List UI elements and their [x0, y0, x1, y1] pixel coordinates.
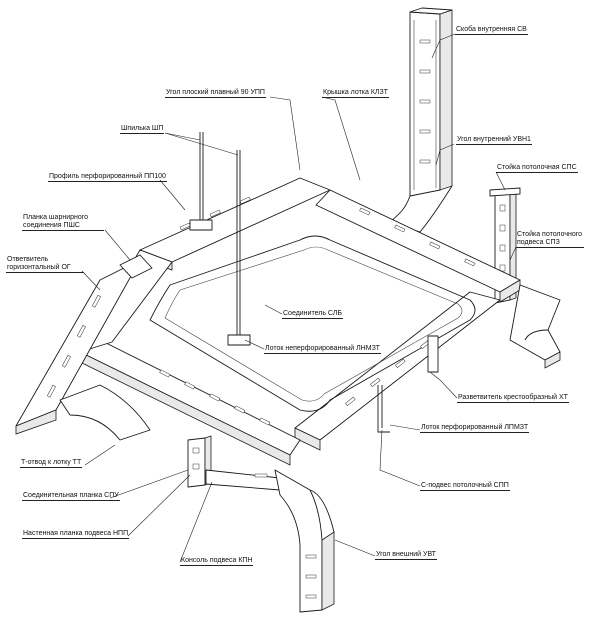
label-soedinitel: Соединитель СЛБ — [282, 310, 343, 319]
label-t-otvod: Т-отвод к лотку ТТ — [20, 459, 83, 468]
label-shpilka: Шпилька ШП — [120, 125, 165, 134]
label-otvetvitel: Ответвитель горизонтальный ОГ — [6, 256, 84, 273]
label-lotok-neperf: Лоток неперфорированный ЛНМЗТ — [264, 345, 381, 354]
label-razvetvitel: Разветвитель крестообразный ХТ — [457, 394, 569, 403]
label-soed-planka: Соединительная планка СПУ — [22, 492, 120, 501]
leader-lines — [81, 33, 517, 563]
t-branch — [59, 384, 151, 441]
label-stoyka-podves: Стойка потолочного подвеса СПЗ — [516, 231, 584, 248]
left-branch-tray — [15, 254, 153, 435]
label-skoba-vnutr: Скоба внутренняя СВ — [455, 26, 528, 35]
vertical-riser-top — [389, 7, 453, 233]
vertical-riser-bottom — [274, 469, 335, 613]
console-bracket — [205, 469, 281, 491]
main-square-frame — [79, 177, 521, 466]
label-nastennaya: Настенная планка подвеса НПП — [22, 530, 130, 539]
label-ugol-ploskiy: Угол плоский плавный 90 УПП — [165, 89, 266, 98]
label-lotok-perf: Лоток перфорированный ЛПМЗТ — [420, 424, 530, 433]
label-s-podves: С-подвес потолочный СПП — [420, 482, 510, 491]
label-konsol: Консоль подвеса КПН — [180, 557, 254, 566]
label-planka-sharn: Планка шарнирного соединения ПШС — [22, 214, 104, 231]
label-stoyka-potol: Стойка потолочная СПС — [496, 164, 578, 173]
label-ugol-vneshniy: Угол внешний УВТ — [375, 551, 437, 560]
c-hanger — [377, 335, 439, 433]
label-ugol-vnutr: Угол внутренний УВН1 — [456, 136, 532, 145]
label-kryshka: Крышка лотка КЛЗТ — [322, 89, 389, 98]
threaded-rods — [189, 132, 251, 346]
label-profil: Профиль перфорированный ПП100 — [48, 173, 167, 182]
cross-branch — [509, 284, 561, 369]
